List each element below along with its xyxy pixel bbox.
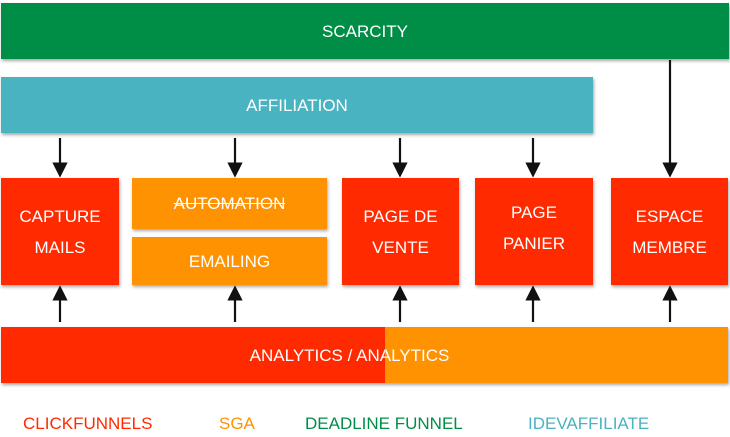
legend-deadline-funnel: DEADLINE FUNNEL xyxy=(305,414,463,433)
espace-membre-line-1: ESPACE xyxy=(635,206,704,226)
page-panier-line-2: PANIER xyxy=(502,233,566,253)
page-de-vente-line-2: VENTE xyxy=(372,237,429,257)
page-panier-box: PAGE PANIER xyxy=(475,178,593,285)
espace-membre-line-2: MEMBRE xyxy=(632,237,707,257)
analytics-sga-segment xyxy=(385,327,728,383)
affiliation-label: AFFILIATION xyxy=(246,95,348,115)
emailing-box: EMAILING xyxy=(132,237,327,285)
capture-mails-line-1: CAPTURE xyxy=(19,206,101,226)
page-panier-line-1: PAGE xyxy=(511,202,557,222)
legend-sga: SGA xyxy=(219,414,255,433)
analytics-label: ANALYTICS / ANALYTICS xyxy=(249,345,450,365)
affiliation-bar: AFFILIATION xyxy=(1,77,593,133)
analytics-clickfunnels-segment xyxy=(1,327,385,383)
legend-idevaffiliate: IDEVAFFILIATE xyxy=(528,414,650,433)
automation-box: AUTOMATION xyxy=(132,178,327,229)
capture-mails-line-2: MAILS xyxy=(34,237,86,257)
page-de-vente-box: PAGE DE VENTE xyxy=(342,178,459,285)
page-de-vente-line-1: PAGE DE xyxy=(363,206,438,226)
automation-label: AUTOMATION xyxy=(173,194,286,213)
legend-clickfunnels: CLICKFUNNELS xyxy=(23,414,153,433)
emailing-label: EMAILING xyxy=(188,251,271,271)
analytics-bar: ANALYTICS / ANALYTICS xyxy=(1,327,728,383)
analytics-label-wrap: ANALYTICS / ANALYTICS xyxy=(1,327,698,383)
scarcity-bar: SCARCITY xyxy=(1,3,729,59)
espace-membre-box: ESPACE MEMBRE xyxy=(611,178,728,285)
scarcity-label: SCARCITY xyxy=(322,21,408,41)
capture-mails-box: CAPTURE MAILS xyxy=(1,178,119,285)
